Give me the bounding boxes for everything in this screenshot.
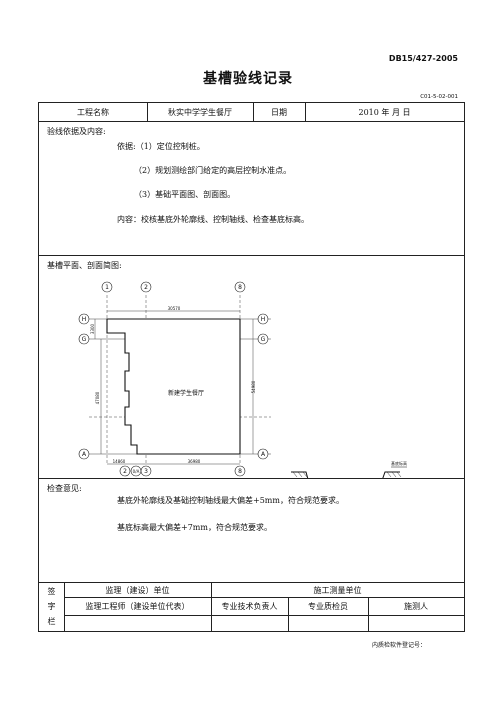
basis-item-2: （2）规划测绘部门给定的高层控制水准点。 — [134, 166, 292, 175]
supervisor-unit-header: 监理（建设）单位 — [105, 586, 170, 595]
axis-label: H — [261, 316, 266, 323]
axis-label: A — [261, 451, 266, 458]
axis-label: G — [261, 336, 266, 343]
sketch-heading: 基槽平面、剖面简图: — [47, 261, 122, 270]
inspection-line-1: 基底外轮廓线及基础控制轴线最大偏差+5mm，符合规范要求。 — [117, 496, 344, 505]
inspection-line-2: 基底标高最大偏差+7mm，符合规范要求。 — [117, 523, 272, 532]
form-code: C01-5-02-001 — [420, 94, 458, 100]
supervisor-engineer-label: 监理工程师（建设单位代表） — [85, 602, 190, 611]
basis-item-1: 依据:（1）定位控制桩。 — [117, 142, 205, 151]
axis-label: 8 — [238, 284, 242, 291]
axis-label: 3 — [144, 468, 148, 475]
section-elevation-label: 基底标高 — [391, 460, 407, 466]
tech-leader-label: 专业技术负责人 — [221, 602, 278, 611]
axis-label: 0/A — [133, 469, 140, 474]
standard-code: DB15/427-2005 — [388, 54, 458, 63]
date-value[interactable]: 2010 年 月 日 — [358, 108, 411, 117]
date-label: 日期 — [271, 108, 287, 117]
quality-inspector-label: 专业质检员 — [308, 602, 348, 611]
signature-column-label: 签 字 栏 — [47, 587, 56, 626]
basis-content: 内容：校核基底外轮廓线、控制轴线、检查基底标高。 — [117, 215, 309, 224]
axis-label: G — [82, 336, 87, 343]
axis-label: 2 — [144, 284, 148, 291]
dimension-label: 54980 — [251, 380, 256, 393]
surveyor-label: 施测人 — [404, 602, 428, 611]
axis-label: A — [82, 451, 87, 458]
dimension-label: 47080 — [95, 391, 100, 404]
page-title: 基槽验线记录 — [203, 71, 293, 87]
foundation-sketch: 1 2 8 H H G G A A 2 0/A 3 8 30570 14860 … — [78, 281, 407, 478]
basis-item-3: （3）基础平面图、剖面图。 — [134, 190, 236, 199]
project-label: 工程名称 — [77, 108, 109, 117]
dimension-label: 14860 — [113, 459, 126, 464]
axis-label: 1 — [105, 284, 109, 291]
building-label: 新建学生餐厅 — [168, 389, 204, 397]
basis-heading: 验线依据及内容: — [47, 127, 106, 136]
dimension-label: 3300 — [90, 323, 95, 334]
form-table: 工程名称 秋实中学学生餐厅 日期 2010 年 月 日 验线依据及内容: 依据:… — [38, 102, 465, 632]
dimension-label: 30570 — [168, 306, 181, 311]
construction-unit-header: 施工测量单位 — [313, 586, 362, 595]
axis-label: 8 — [238, 468, 242, 475]
axis-label: 2 — [123, 468, 127, 475]
axis-label: H — [82, 316, 87, 323]
registration-number: 内质检软件登记号： — [371, 642, 426, 649]
dimension-label: 36980 — [188, 459, 201, 464]
inspection-heading: 检查意见: — [47, 484, 82, 493]
project-name: 秋实中学学生餐厅 — [168, 108, 232, 117]
